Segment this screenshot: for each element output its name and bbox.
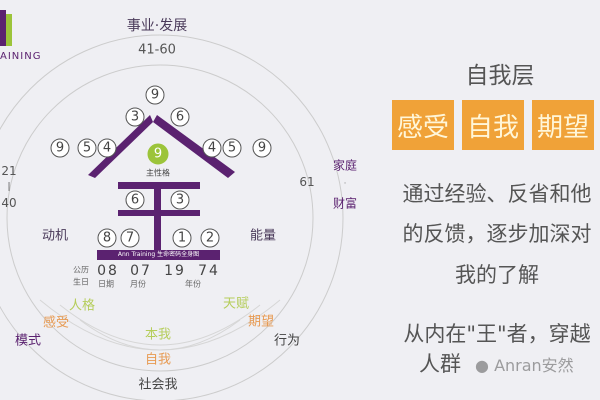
- panel-line: 我的了解: [455, 263, 539, 287]
- date-unit: 月份: [130, 279, 146, 289]
- date-unit: 日期: [98, 279, 114, 289]
- right-range: 61: [299, 175, 315, 189]
- date-unit: 年份: [185, 279, 201, 289]
- number-circle: 9: [252, 138, 272, 158]
- number-circle: 4: [202, 138, 222, 158]
- id-label: 本我: [144, 327, 172, 343]
- number-circle: 5: [77, 138, 97, 158]
- feeling-label: 感受: [42, 315, 70, 331]
- ego-label: 自我: [144, 352, 172, 368]
- social-self-label: 社会我: [138, 377, 178, 393]
- char-bar: [118, 210, 200, 216]
- panel-title: 自我层: [465, 63, 535, 89]
- number-circle: 3: [170, 190, 190, 210]
- tag-self: 自我: [462, 100, 524, 150]
- number-circle: 7: [120, 228, 140, 248]
- number-circle: 1: [172, 228, 192, 248]
- logo-bar: [6, 14, 12, 46]
- wechat-icon: ●: [475, 356, 489, 375]
- number-circle: 9: [50, 138, 70, 158]
- date-day: 08: [97, 263, 119, 279]
- char-bar: [154, 182, 161, 250]
- number-circle: 4: [97, 138, 117, 158]
- behavior-label: 行为: [273, 333, 301, 349]
- date-prefix: 生日: [73, 277, 89, 287]
- left-range-sep: |: [7, 182, 11, 192]
- date-prefix: 公历: [73, 265, 89, 275]
- talent-label: 天赋: [222, 296, 250, 312]
- dot: ·: [343, 179, 347, 189]
- logo: AINING: [0, 51, 42, 62]
- date-month: 07: [130, 263, 152, 279]
- tag-feeling: 感受: [392, 100, 454, 150]
- panel-line: 的反馈，逐步加深对: [402, 222, 592, 246]
- panel-line: 通过经验、反省和他: [402, 182, 592, 206]
- number-circle: 6: [125, 190, 145, 210]
- number-circle: 9: [145, 85, 165, 105]
- number-circle: 8: [97, 228, 117, 248]
- main-label: 主性格: [146, 168, 170, 178]
- motive-label: 动机: [41, 228, 69, 244]
- number-circle: 3: [125, 107, 145, 127]
- wealth-label: 财富: [332, 196, 358, 211]
- expectation-label: 期望: [247, 314, 275, 330]
- left-range-start: 21: [1, 164, 17, 178]
- top-range: 41-60: [138, 42, 176, 58]
- left-range-end: 40: [1, 196, 17, 210]
- personality-label: 人格: [68, 298, 96, 314]
- panel-line: 人群: [419, 352, 461, 376]
- watermark-text: Anran安然: [494, 356, 574, 375]
- date-year-1: 19: [164, 263, 186, 279]
- number-circle: 6: [170, 107, 190, 127]
- banner: Ann Training 生命密码全身图: [97, 250, 220, 260]
- top-label: 事业·发展: [126, 18, 188, 34]
- main-number: 9: [147, 143, 169, 165]
- tag-expectation: 期望: [532, 100, 594, 150]
- watermark: ● Anran安然: [475, 352, 574, 376]
- logo-bar: [0, 10, 6, 46]
- number-circle: 5: [222, 138, 242, 158]
- number-circle: 2: [200, 228, 220, 248]
- pattern-label: 模式: [14, 333, 42, 349]
- energy-label: 能量: [249, 228, 277, 244]
- panel-line: 从内在"王"者，穿越: [403, 322, 591, 346]
- family-label: 家庭: [332, 158, 358, 173]
- date-year-2: 74: [198, 263, 220, 279]
